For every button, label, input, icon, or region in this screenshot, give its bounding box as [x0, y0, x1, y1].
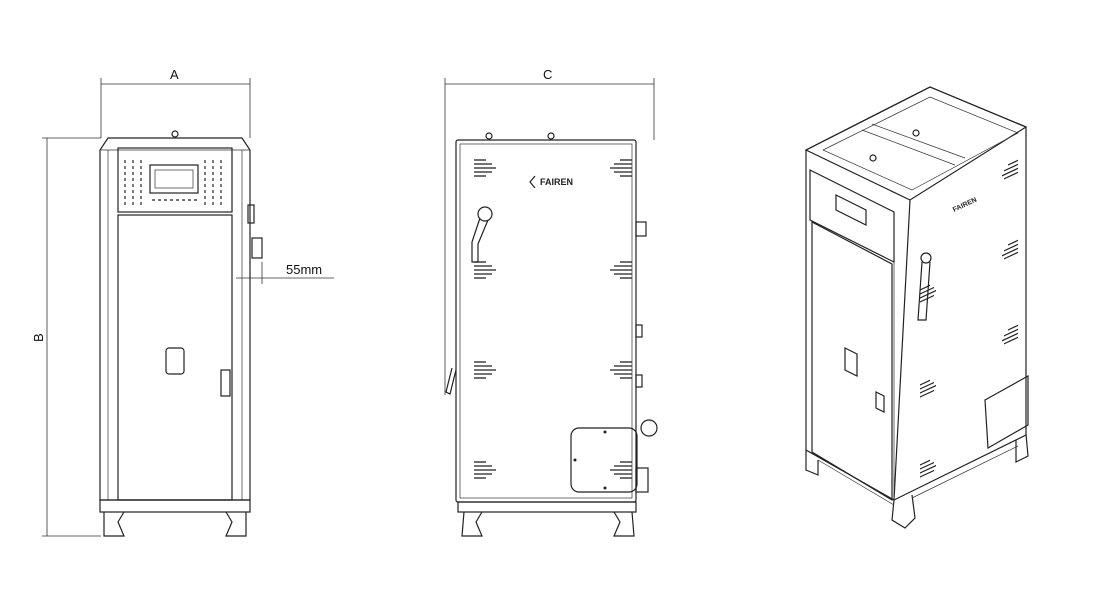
- side-lever: [445, 367, 457, 395]
- side-handle: [471, 206, 493, 263]
- door-handle: [220, 369, 231, 397]
- iso-inspection-panel: [984, 374, 1029, 450]
- side-view: C FAIREN: [444, 67, 658, 537]
- dimension-b-label: B: [31, 333, 46, 342]
- front-door: [117, 214, 233, 501]
- side-vents: [474, 159, 632, 479]
- control-panel: [149, 164, 199, 194]
- iso-vents: [920, 159, 1018, 478]
- side-logo: FAIREN: [529, 175, 573, 189]
- sight-window: [165, 347, 185, 375]
- iso-door: [811, 221, 893, 502]
- dimension-a-label: A: [170, 67, 179, 82]
- iso-control-panel: [835, 194, 867, 226]
- isometric-view: FAIREN: [804, 86, 1029, 529]
- svg-text:FAIREN: FAIREN: [540, 177, 573, 187]
- front-view: A B 55mm: [31, 67, 334, 537]
- iso-sight-window: [844, 347, 858, 377]
- svg-text:FAIREN: FAIREN: [952, 197, 978, 214]
- dimension-c-label: C: [543, 67, 552, 82]
- iso-handle: [917, 261, 931, 321]
- front-vent-grid: [124, 160, 222, 206]
- clearance-label: 55mm: [286, 262, 322, 277]
- inspection-panel: [570, 427, 638, 493]
- iso-logo: FAIREN: [952, 197, 978, 214]
